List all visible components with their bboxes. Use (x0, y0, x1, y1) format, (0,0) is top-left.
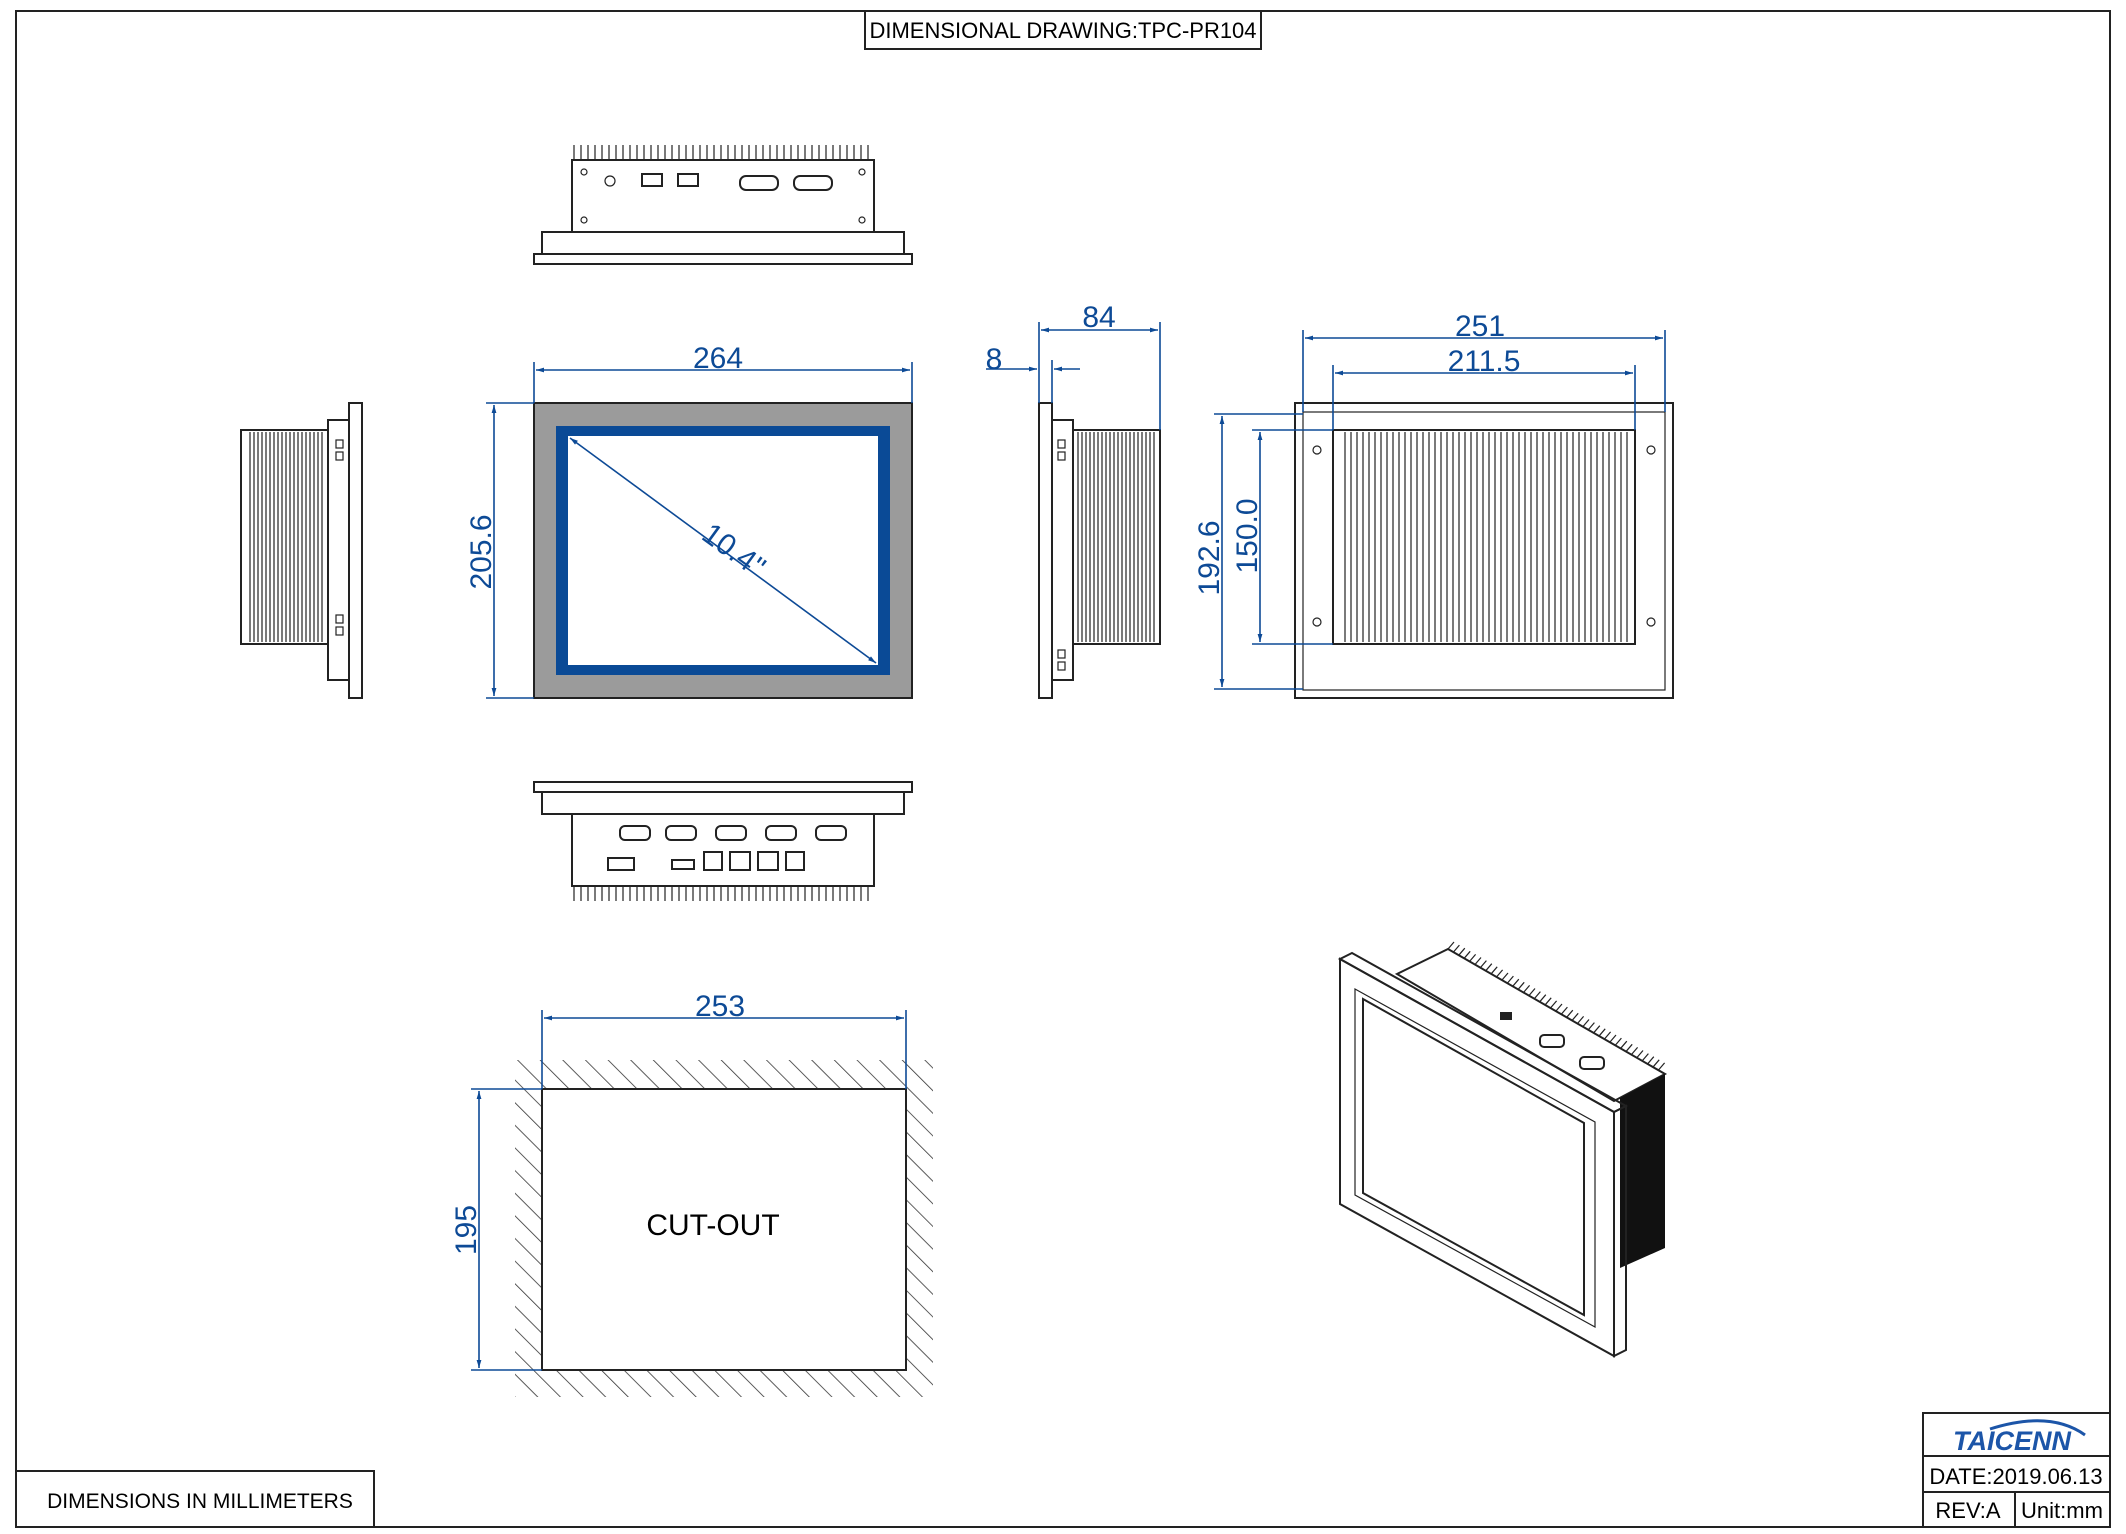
heatsink-fin (1523, 985, 1531, 993)
serial-port (619, 825, 651, 841)
back-width-outer-dimension: 251 (1455, 310, 1505, 343)
back-height-outer-dimension: 192.6 (1193, 520, 1226, 595)
front-width-dimension: 264 (693, 342, 743, 375)
heatsink-fin (1479, 960, 1487, 968)
units-note: DIMENSIONS IN MILLIMETERS (47, 1490, 353, 1513)
isometric-view (1337, 941, 1668, 1358)
date-label: DATE:2019.06.13 (1929, 1464, 2102, 1489)
back-view: 251 211.5 192.6 150.0 (1193, 310, 1674, 699)
heatsink-fin (1501, 972, 1509, 981)
heatsink-fin (1452, 944, 1460, 953)
company-logo: TAICENN (1953, 1419, 2086, 1456)
heatsink-fin (1609, 1034, 1617, 1043)
heatsink-fin (1571, 1012, 1579, 1021)
top-view (533, 145, 913, 265)
heatsink-fin (1447, 941, 1455, 950)
serial-port (715, 825, 747, 841)
heatsink-fin (1577, 1016, 1585, 1024)
heatsink-fin (1582, 1019, 1590, 1027)
right-side-view: 84 8 (986, 301, 1161, 699)
heatsink-fin (1555, 1003, 1563, 1012)
heatsink-fin (1593, 1025, 1601, 1034)
serial-port (815, 825, 847, 841)
heatsink-fin (1506, 975, 1514, 984)
cutout-width-dimension: 253 (695, 990, 745, 1023)
serial-port (665, 825, 697, 841)
heatsink-fin (1528, 988, 1536, 996)
revision-label: REV:A (1935, 1498, 2001, 1523)
heatsink-fin (1625, 1043, 1633, 1052)
bezel-depth-dimension: 8 (986, 343, 1003, 376)
heatsink-fin (1652, 1059, 1660, 1068)
heatsink-fin (1517, 981, 1525, 990)
heatsink-fin (1604, 1031, 1612, 1040)
heatsink-fin (1566, 1009, 1574, 1018)
cutout-height-dimension: 195 (450, 1205, 483, 1255)
drawing-title: DIMENSIONAL DRAWING:TPC-PR104 (869, 18, 1256, 43)
heatsink-fin (1496, 969, 1504, 978)
heatsink-fin (1544, 997, 1552, 1006)
heatsink-fin (1533, 991, 1541, 999)
sheet-border (15, 10, 2111, 1528)
heatsink-fin (1474, 957, 1482, 965)
heatsink-fin (1512, 978, 1520, 987)
cutout-label: CUT-OUT (646, 1209, 779, 1242)
svg-text:TAICENN: TAICENN (1953, 1426, 2071, 1456)
heatsink-fin (1647, 1056, 1655, 1065)
heatsink-fin (1490, 966, 1498, 975)
front-view: 10.4" 264 205.6 (465, 342, 913, 699)
heatsink-fin (1587, 1022, 1595, 1030)
heatsink-fin (1636, 1050, 1644, 1058)
title-box: DIMENSIONAL DRAWING:TPC-PR104 (864, 10, 1262, 50)
units-note-box: DIMENSIONS IN MILLIMETERS (15, 1470, 375, 1528)
heatsink-fin (1620, 1040, 1628, 1049)
cutout-view: CUT-OUT 253 195 (450, 990, 933, 1397)
heatsink-fin (1658, 1062, 1666, 1071)
bottom-view (533, 781, 913, 901)
title-block: TAICENN DATE:2019.06.13 REV:A Unit:mm (1922, 1412, 2111, 1528)
back-width-inner-dimension: 211.5 (1448, 345, 1521, 378)
front-height-dimension: 205.6 (465, 514, 498, 589)
back-height-inner-dimension: 150.0 (1231, 498, 1264, 573)
heatsink-fin (1469, 954, 1477, 962)
heatsink-fin (1560, 1006, 1568, 1015)
heatsink-fin (1598, 1028, 1606, 1037)
heatsink-fin (1631, 1047, 1639, 1055)
heatsink-fin (1614, 1037, 1622, 1046)
depth-dimension: 84 (1082, 301, 1115, 334)
heatsink-fin (1641, 1053, 1649, 1061)
heatsink-fin (1485, 963, 1493, 972)
heatsink-fin (1539, 994, 1547, 1003)
left-side-view (240, 402, 363, 699)
heatsink-fin (1458, 947, 1466, 956)
heatsink-fin (1463, 950, 1471, 959)
serial-port (765, 825, 797, 841)
heatsink-fin (1550, 1000, 1558, 1009)
unit-label: Unit:mm (2021, 1498, 2103, 1523)
